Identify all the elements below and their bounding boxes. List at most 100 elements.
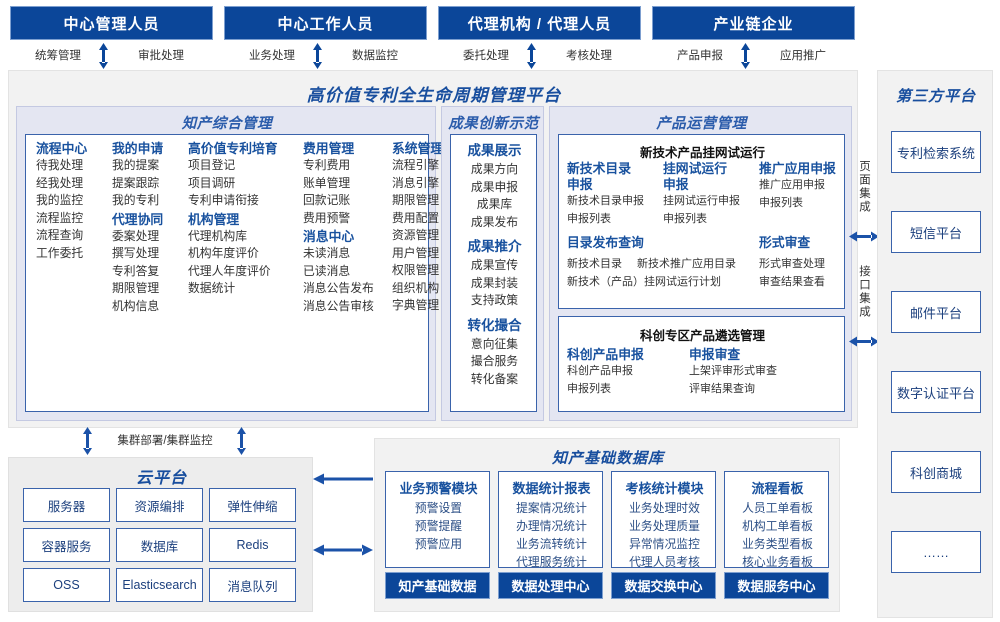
db-item[interactable]: 业务处理时效 [629,501,700,515]
product-item[interactable]: 申报列表 [663,212,707,225]
product-head-form-review[interactable]: 形式审查 [759,235,811,250]
ip-item[interactable]: 流程引擎 [392,158,440,172]
ip-item[interactable]: 未读消息 [303,246,351,260]
db-col-head[interactable]: 考核统计模块 [625,481,704,496]
db-item[interactable]: 业务类型看板 [742,537,813,551]
achievement-item[interactable]: 支持政策 [470,293,519,307]
db-item[interactable]: 核心业务看板 [742,555,813,569]
db-footer-service-center[interactable]: 数据服务中心 [724,572,829,599]
db-footer-exchange-center[interactable]: 数据交换中心 [611,572,716,599]
role-box-industry-chain[interactable]: 产业链企业 [652,6,855,40]
ip-item[interactable]: 流程监控 [36,210,84,225]
kechuang-item[interactable]: 评审结果查询 [689,382,755,395]
achievement-item[interactable]: 意向征集 [470,336,519,351]
ip-col-head[interactable]: 消息中心 [303,229,355,244]
ip-item[interactable]: 费用配置 [392,210,440,225]
db-footer-processing-center[interactable]: 数据处理中心 [498,572,603,599]
ip-item[interactable]: 资源管理 [392,228,440,242]
role-box-agency[interactable]: 代理机构 / 代理人员 [438,6,641,40]
db-item[interactable]: 预警应用 [414,537,463,551]
achievement-head[interactable]: 成果推介 [467,239,522,254]
tp-box-kechuang-mall[interactable]: 科创商城 [891,451,981,493]
tp-box-more[interactable]: …… [891,531,981,573]
product-col-head[interactable]: 新技术目录申报 [567,161,631,192]
ip-item[interactable]: 我的专利 [112,193,160,207]
cloud-cell-resource-orchestration[interactable]: 资源编排 [116,488,203,522]
db-item[interactable]: 代理人员考核 [629,555,700,569]
ip-item[interactable]: 字典管理 [392,298,440,312]
achievement-item[interactable]: 成果申报 [470,179,519,194]
product-item[interactable]: 新技术推广应用目录 [637,258,736,270]
cloud-cell-server[interactable]: 服务器 [23,488,110,522]
product-item[interactable]: 新技术（产品）挂网试运行计划 [567,276,721,288]
cloud-cell-elasticsearch[interactable]: Elasticsearch [116,568,203,602]
ip-col-head[interactable]: 我的申请 [112,141,164,156]
ip-item[interactable]: 用户管理 [392,245,440,260]
product-item[interactable]: 新技术目录 [567,258,622,270]
ip-item[interactable]: 代理机构库 [188,228,247,243]
achievement-head[interactable]: 成果展示 [467,143,522,158]
ip-item[interactable]: 期限管理 [392,193,440,207]
product-item[interactable]: 新技术目录申报 [567,195,644,207]
cloud-cell-redis[interactable]: Redis [209,528,296,562]
ip-item[interactable]: 消息公告审核 [303,298,374,313]
db-item[interactable]: 业务处理质量 [629,519,700,533]
achievement-item[interactable]: 成果库 [476,197,513,211]
product-col-head[interactable]: 挂网试运行申报 [663,161,727,192]
ip-item[interactable]: 回款记账 [303,193,351,207]
ip-col-head[interactable]: 机构管理 [188,211,240,227]
cloud-cell-container-service[interactable]: 容器服务 [23,528,110,562]
ip-item[interactable]: 专利答复 [112,263,160,278]
ip-col-head[interactable]: 流程中心 [36,141,88,156]
ip-item[interactable]: 工作委托 [36,245,84,260]
ip-item[interactable]: 机构信息 [112,298,160,313]
tp-box-patent-search[interactable]: 专利检索系统 [891,131,981,173]
db-item[interactable]: 提案情况统计 [516,501,587,515]
ip-item[interactable]: 经我处理 [36,175,84,190]
product-item[interactable]: 形式审查处理 [759,258,825,270]
ip-item[interactable]: 我的监控 [36,193,84,207]
ip-item[interactable]: 我的提案 [112,158,160,172]
tp-box-email-platform[interactable]: 邮件平台 [891,291,981,333]
product-item[interactable]: 申报列表 [759,196,803,209]
ip-item[interactable]: 消息公告发布 [303,281,374,295]
tp-box-sms-platform[interactable]: 短信平台 [891,211,981,253]
ip-item[interactable]: 专利申请衔接 [188,193,259,207]
db-col-head[interactable]: 业务预警模块 [399,481,478,496]
ip-item[interactable]: 项目登记 [188,158,236,172]
db-item[interactable]: 预警提醒 [414,519,463,533]
ip-item[interactable]: 委案处理 [112,228,160,243]
product-item[interactable]: 审查结果查看 [759,276,825,288]
cloud-cell-database[interactable]: 数据库 [116,528,203,562]
product-head-catalog-publish[interactable]: 目录发布查询 [567,235,644,250]
achievement-item[interactable]: 转化备案 [470,371,519,386]
ip-col-head[interactable]: 代理协同 [112,211,164,227]
ip-item[interactable]: 流程查询 [36,228,84,242]
ip-item[interactable]: 数据统计 [188,281,236,295]
kechuang-col-head[interactable]: 科创产品申报 [567,347,644,362]
db-item[interactable]: 办理情况统计 [516,519,587,533]
ip-item[interactable]: 撰写处理 [112,246,160,260]
ip-item[interactable]: 机构年度评价 [188,246,259,260]
tp-box-digital-cert-platform[interactable]: 数字认证平台 [891,371,981,413]
product-item[interactable]: 挂网试运行申报 [663,195,740,207]
product-col-head[interactable]: 推广应用申报 [759,161,836,176]
kechuang-col-head[interactable]: 申报审查 [689,347,741,362]
db-item[interactable]: 预警设置 [414,501,463,515]
db-item[interactable]: 代理服务统计 [516,555,587,569]
kechuang-item[interactable]: 科创产品申报 [567,365,633,377]
ip-col-head[interactable]: 系统管理 [392,141,444,156]
achievement-item[interactable]: 成果方向 [470,162,519,176]
achievement-item[interactable]: 成果发布 [470,214,519,229]
achievement-item[interactable]: 成果宣传 [470,258,519,272]
db-item[interactable]: 异常情况监控 [629,537,700,551]
achievement-head[interactable]: 转化撮合 [467,317,522,333]
ip-item[interactable]: 账单管理 [303,175,351,190]
cloud-cell-oss[interactable]: OSS [23,568,110,602]
ip-item[interactable]: 期限管理 [112,281,160,295]
cloud-cell-message-queue[interactable]: 消息队列 [209,568,296,602]
ip-col-head[interactable]: 高价值专利培育 [188,141,278,156]
ip-col-head[interactable]: 费用管理 [303,141,355,156]
ip-item[interactable]: 专利费用 [303,158,351,172]
achievement-item[interactable]: 撮合服务 [470,354,519,368]
